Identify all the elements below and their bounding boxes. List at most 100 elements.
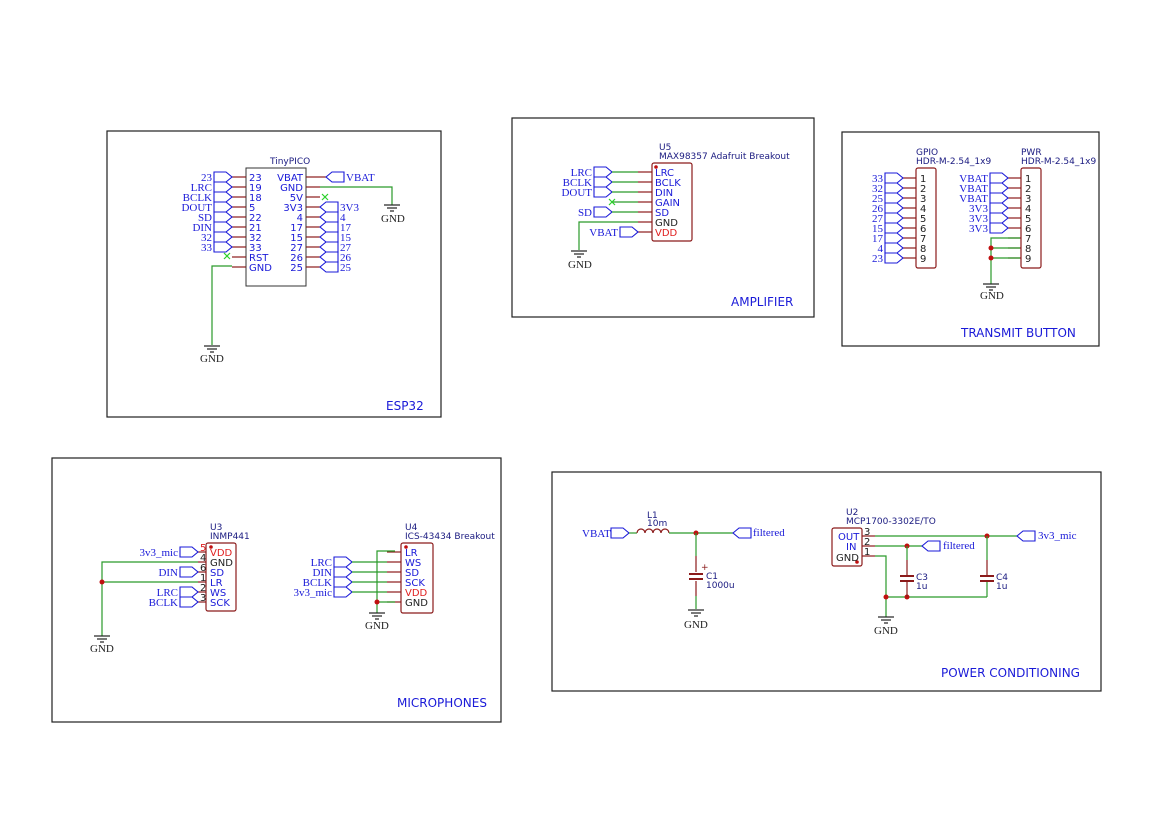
- gnd-symbol: GND: [568, 250, 592, 271]
- gpio-header-part: HDR-M-2.54_1x9: [916, 157, 991, 167]
- net-label-vbat[interactable]: VBAT: [582, 527, 630, 540]
- net-label[interactable]: 26: [319, 251, 352, 264]
- net-label[interactable]: 27: [319, 241, 352, 254]
- net-label[interactable]: BCLK: [563, 176, 613, 189]
- svg-text:1: 1: [864, 547, 870, 558]
- ics43434-chip[interactable]: [400, 542, 434, 614]
- svg-text:23: 23: [872, 253, 884, 265]
- svg-text:25: 25: [872, 193, 884, 205]
- net-label[interactable]: 3V3: [319, 201, 359, 214]
- gnd-symbol: GND: [874, 616, 898, 637]
- ics43434-pin: WS: [387, 558, 421, 569]
- inmp441-chip[interactable]: [205, 542, 237, 612]
- junction: [374, 599, 380, 605]
- net-label[interactable]: 25: [872, 192, 904, 205]
- u4-ref: U4: [405, 523, 418, 533]
- svg-text:7: 7: [1025, 234, 1031, 245]
- capacitor-c1[interactable]: + C1 1000u: [689, 563, 735, 591]
- net-label[interactable]: 33: [872, 172, 904, 185]
- svg-text:SD: SD: [198, 212, 212, 224]
- net-label[interactable]: 25: [319, 261, 352, 274]
- net-label[interactable]: VBAT: [959, 182, 1009, 195]
- u2-part: MCP1700-3302E/TO: [846, 517, 936, 527]
- tinypico-pin-left: 5: [232, 203, 255, 214]
- net-label-filtered[interactable]: filtered: [732, 527, 785, 539]
- net-label[interactable]: 4: [878, 242, 904, 255]
- svg-text:27: 27: [290, 243, 303, 254]
- svg-text:2: 2: [1025, 184, 1031, 195]
- svg-text:9: 9: [920, 254, 926, 265]
- net-label[interactable]: LRC: [191, 181, 233, 194]
- tinypico-pin-right: 5V: [290, 193, 320, 204]
- svg-text:filtered: filtered: [943, 540, 975, 552]
- net-label[interactable]: 3v3_mic: [294, 586, 353, 599]
- net-label[interactable]: VBAT: [959, 172, 1009, 185]
- net-label[interactable]: DIN: [312, 566, 353, 579]
- net-label-3v3-mic[interactable]: 3v3_mic: [1016, 530, 1077, 542]
- net-label[interactable]: DIN: [192, 221, 233, 234]
- net-label[interactable]: 27: [872, 212, 904, 225]
- svg-text:DIN: DIN: [192, 222, 212, 234]
- u2-ref: U2: [846, 508, 858, 518]
- net-label[interactable]: 23: [201, 171, 233, 184]
- pwr-header-pin: 1: [1008, 174, 1031, 185]
- net-label[interactable]: 3V3: [969, 202, 1009, 215]
- net-label[interactable]: 33: [201, 241, 233, 254]
- svg-text:26: 26: [340, 252, 352, 264]
- net-label-filtered-2[interactable]: filtered: [921, 540, 975, 552]
- svg-text:VBAT: VBAT: [346, 172, 375, 184]
- net-label[interactable]: 15: [319, 231, 352, 244]
- u5-part: MAX98357 Adafruit Breakout: [659, 152, 790, 162]
- esp32-section: ESP32 TinyPICO 232319LRC18BCLK5DOUT22SD2…: [106, 130, 442, 418]
- net-label[interactable]: 17: [319, 221, 352, 234]
- svg-text:GND: GND: [874, 625, 898, 637]
- net-label[interactable]: LRC: [311, 556, 353, 569]
- svg-text:3: 3: [920, 194, 926, 205]
- svg-text:filtered: filtered: [753, 527, 785, 539]
- tinypico-chip[interactable]: [245, 167, 307, 287]
- tinypico-pin-right: GND: [280, 183, 320, 194]
- svg-text:6: 6: [200, 563, 206, 574]
- net-label[interactable]: DOUT: [181, 201, 233, 214]
- svg-text:22: 22: [249, 213, 262, 224]
- svg-text:3v3_mic: 3v3_mic: [1038, 530, 1077, 542]
- net-label[interactable]: SD: [578, 206, 613, 219]
- net-label[interactable]: 3V3: [969, 222, 1009, 235]
- esp32-gnd-wire-right: [320, 186, 393, 205]
- net-label[interactable]: 4: [319, 211, 346, 224]
- net-label[interactable]: BCLK: [183, 191, 233, 204]
- net-label[interactable]: 17: [872, 232, 904, 245]
- net-label[interactable]: DIN: [158, 566, 199, 579]
- net-label[interactable]: BCLK: [303, 576, 353, 589]
- svg-text:1u: 1u: [996, 582, 1007, 592]
- tinypico-pin-left: 19: [232, 183, 262, 194]
- net-label[interactable]: LRC: [157, 586, 199, 599]
- capacitor-c3[interactable]: C3 1u: [900, 573, 928, 592]
- net-label[interactable]: 32: [201, 231, 233, 244]
- net-label[interactable]: VBAT: [589, 226, 639, 239]
- max98357-pin: LRC: [638, 168, 674, 179]
- net-label[interactable]: 26: [872, 202, 904, 215]
- net-label[interactable]: BCLK: [149, 596, 199, 609]
- svg-text:VDD: VDD: [655, 228, 678, 239]
- net-label[interactable]: DOUT: [561, 186, 613, 199]
- mcp1700-chip[interactable]: [831, 527, 863, 567]
- net-label[interactable]: VBAT: [959, 192, 1009, 205]
- tinypico-pin-left: GND: [232, 263, 272, 274]
- junction: [99, 579, 105, 585]
- net-label[interactable]: 3v3_mic: [140, 546, 199, 559]
- net-label[interactable]: VBAT: [325, 171, 375, 184]
- net-label[interactable]: LRC: [571, 166, 613, 179]
- net-label[interactable]: SD: [198, 211, 233, 224]
- pwr-header-pin: 9: [1008, 254, 1031, 265]
- capacitor-c4[interactable]: C4 1u: [980, 573, 1008, 592]
- net-label[interactable]: 32: [872, 182, 904, 195]
- tinypico-pin-right: 27: [290, 243, 320, 254]
- net-label[interactable]: 15: [872, 222, 904, 235]
- net-label[interactable]: 23: [872, 252, 904, 265]
- tinypico-pin-right: 15: [290, 233, 320, 244]
- inductor-l1[interactable]: L1 10m: [636, 511, 670, 534]
- net-label[interactable]: 3V3: [969, 212, 1009, 225]
- u3-part: INMP441: [210, 532, 250, 542]
